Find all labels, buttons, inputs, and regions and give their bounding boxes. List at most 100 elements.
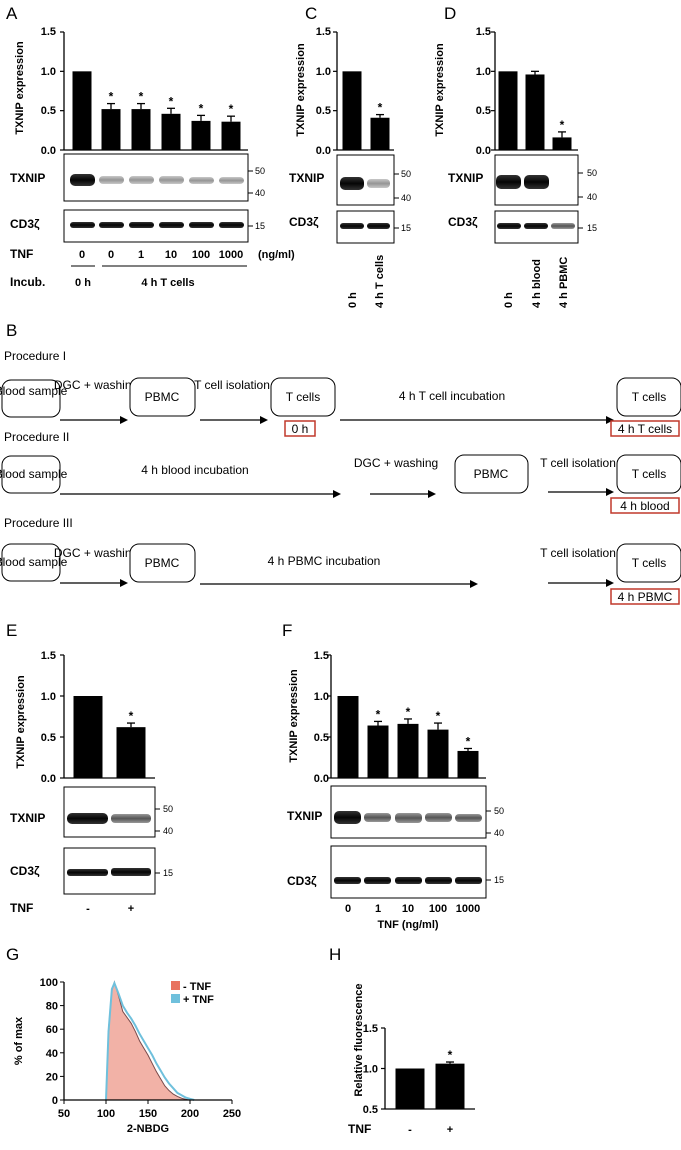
panel-a-tnf-label: TNF (10, 247, 33, 261)
blot-band (70, 222, 95, 228)
blot-band (425, 813, 452, 822)
panel-e-txnip-blot (63, 786, 156, 838)
blot-band (334, 811, 361, 824)
panel-a-txnip-bands (70, 174, 244, 186)
panel-a-mw-50: 50 (255, 166, 265, 176)
panel-e-mw-40: 40 (163, 826, 173, 836)
panel-a-cat-4: 100 (192, 249, 210, 261)
blot-band (219, 177, 244, 184)
panel-c-ytick-3: 1.5 (316, 26, 331, 38)
panel-h-tnf-label: TNF (348, 1122, 371, 1136)
procedure-1-title: Procedure I (4, 349, 66, 363)
panel-e-ytick-1: 0.5 (41, 732, 56, 744)
p1-tcells-label-a: T cells (286, 390, 320, 404)
p3-tiso-label: T cell isolation (540, 546, 616, 560)
p3-blood-box (1, 543, 61, 582)
panel-g-xtick: 200 (181, 1108, 199, 1120)
p1-tcells-label-b: T cells (632, 390, 666, 404)
panel-e-cat-0: - (86, 903, 90, 915)
procedure-3-title: Procedure III (4, 516, 73, 530)
panel-f-ylabel: TXNIP expression (288, 669, 300, 763)
panel-a-group-4h: 4 h T cells (141, 277, 194, 289)
bar (552, 137, 572, 150)
p2-blood-box (1, 455, 61, 494)
panel-d-ytick-0: 0.0 (476, 145, 491, 157)
blot-band (340, 177, 364, 190)
significance-star: * (436, 709, 441, 723)
blot-band (425, 877, 452, 884)
panel-g-ytick: 80 (46, 1001, 58, 1013)
panel-d-ytick-2: 1.0 (476, 66, 491, 78)
panel-c-ytick-2: 1.0 (316, 66, 331, 78)
panel-f-cd3-bands (334, 877, 482, 884)
p1-tiso-label: T cell isolation (194, 378, 270, 392)
significance-star: * (229, 102, 234, 116)
p1-tag-box-b (610, 420, 680, 437)
significance-star: * (466, 734, 471, 748)
panel-e-cd3-bands (67, 868, 151, 876)
p1-blood-box (1, 379, 61, 418)
panel-e-ytick-3: 1.5 (41, 650, 56, 662)
bar (72, 71, 92, 150)
panel-a-ytick-1: 0.5 (41, 105, 56, 117)
panel-f-mw-15: 15 (494, 875, 504, 885)
panel-d-ytick-1: 0.5 (476, 105, 491, 117)
p3-tcells-label: T cells (632, 556, 666, 570)
panel-d-cd3-label: CD3ζ (448, 215, 478, 229)
panel-d-cat-1: 4 h blood (531, 259, 543, 308)
panel-label-b: B (6, 321, 17, 340)
panel-g-xtick: 250 (223, 1108, 241, 1120)
blot-band (334, 877, 361, 884)
panel-e-ytick-2: 1.0 (41, 691, 56, 703)
p1-tcells-box-a (270, 377, 336, 417)
p3-tag: 4 h PBMC (618, 590, 673, 604)
significance-star: * (448, 1048, 453, 1062)
blot-band (364, 813, 391, 822)
bar (191, 120, 211, 150)
panel-d-yticks: 0.0 0.5 1.0 1.5 (476, 26, 491, 157)
panel-g-xtick: 50 (58, 1108, 70, 1120)
panel-g-ytick: 60 (46, 1024, 58, 1036)
blot-band (67, 869, 108, 876)
bar (498, 71, 518, 150)
blot-band (367, 223, 390, 229)
bar (367, 725, 389, 778)
panel-c-ytick-1: 0.5 (316, 105, 331, 117)
panel-f-cd3-label: CD3ζ (287, 874, 317, 888)
legend-label-plus-tnf: + TNF (183, 994, 214, 1006)
panel-f-yticks: 0.0 0.5 1.0 1.5 (314, 650, 329, 785)
histogram-line-plus-tnf (105, 980, 195, 1101)
panel-d-mw-40: 40 (587, 192, 597, 202)
panel-d-txnip-label: TXNIP (448, 171, 483, 185)
significance-star: * (139, 90, 144, 104)
panel-a-group-0h: 0 h (75, 277, 91, 289)
panel-c-cd3-bands (340, 223, 390, 229)
panel-label-d: D (444, 4, 456, 23)
blot-band (524, 223, 548, 229)
p2-dgc-label: DGC + washing (354, 456, 438, 470)
blot-band (497, 223, 521, 229)
panel-g-xlabel: 2-NBDG (127, 1123, 169, 1135)
bar (435, 1063, 465, 1109)
panel-a-unit: (ng/ml) (258, 249, 295, 261)
blot-band (524, 175, 549, 189)
panel-a-mw-15: 15 (255, 221, 265, 231)
bar (525, 74, 545, 150)
panel-c-bar-chart: * (333, 31, 394, 151)
panel-f-mw-40: 40 (494, 828, 504, 838)
significance-star: * (378, 101, 383, 115)
significance-star: * (376, 707, 381, 721)
panel-g-ytick: 100 (40, 977, 58, 989)
panel-label-h: H (329, 945, 341, 964)
panel-e-mw-15: 15 (163, 868, 173, 878)
blot-band (364, 877, 391, 884)
panel-a-yticks: 0.0 0.5 1.0 1.5 (41, 26, 56, 157)
p3-tag-box (610, 588, 680, 605)
panel-f-cat-4: 1000 (456, 903, 480, 915)
panel-a-cd3-bands (70, 222, 244, 228)
significance-star: * (199, 101, 204, 115)
panel-g-ytick: 0 (52, 1095, 58, 1107)
p1-tag-a: 0 h (292, 422, 309, 436)
panel-label-c: C (305, 4, 317, 23)
